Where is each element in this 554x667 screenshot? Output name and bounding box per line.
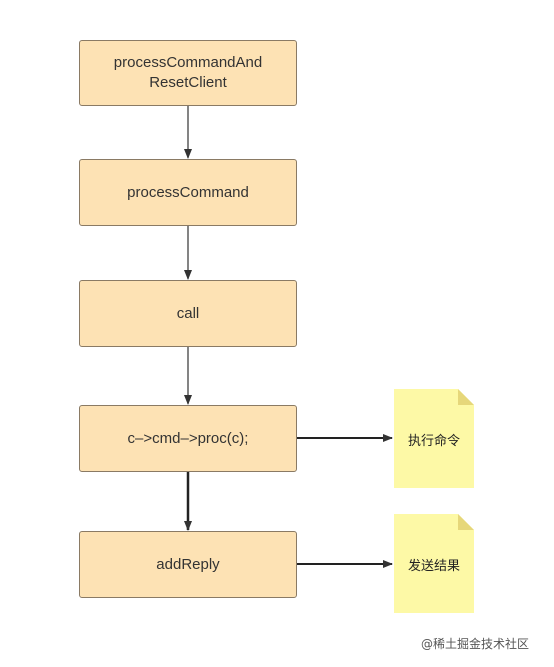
node-label: processCommandAnd ResetClient [113,54,263,91]
note-label: 发送结果 [407,559,460,574]
note-send-result: 发送结果 [394,514,474,613]
node-label: c–>cmd–>proc(c); [127,429,249,447]
node-label: call [176,304,200,322]
node-label: addReply [156,555,220,573]
note-shape [394,389,474,488]
node-label: processCommand [127,183,249,201]
note-label: 执行命令 [407,434,460,449]
node-process-command-and-reset-client: processCommandAnd ResetClient [79,40,297,106]
node-process-command: processCommand [79,159,297,226]
node-add-reply: addReply [79,531,297,598]
watermark: @稀土掘金技术社区 [421,637,530,651]
node-call: call [79,280,297,347]
note-execute-command: 执行命令 [394,389,474,488]
node-cmd-proc: c–>cmd–>proc(c); [79,405,297,472]
note-shape [394,514,474,613]
